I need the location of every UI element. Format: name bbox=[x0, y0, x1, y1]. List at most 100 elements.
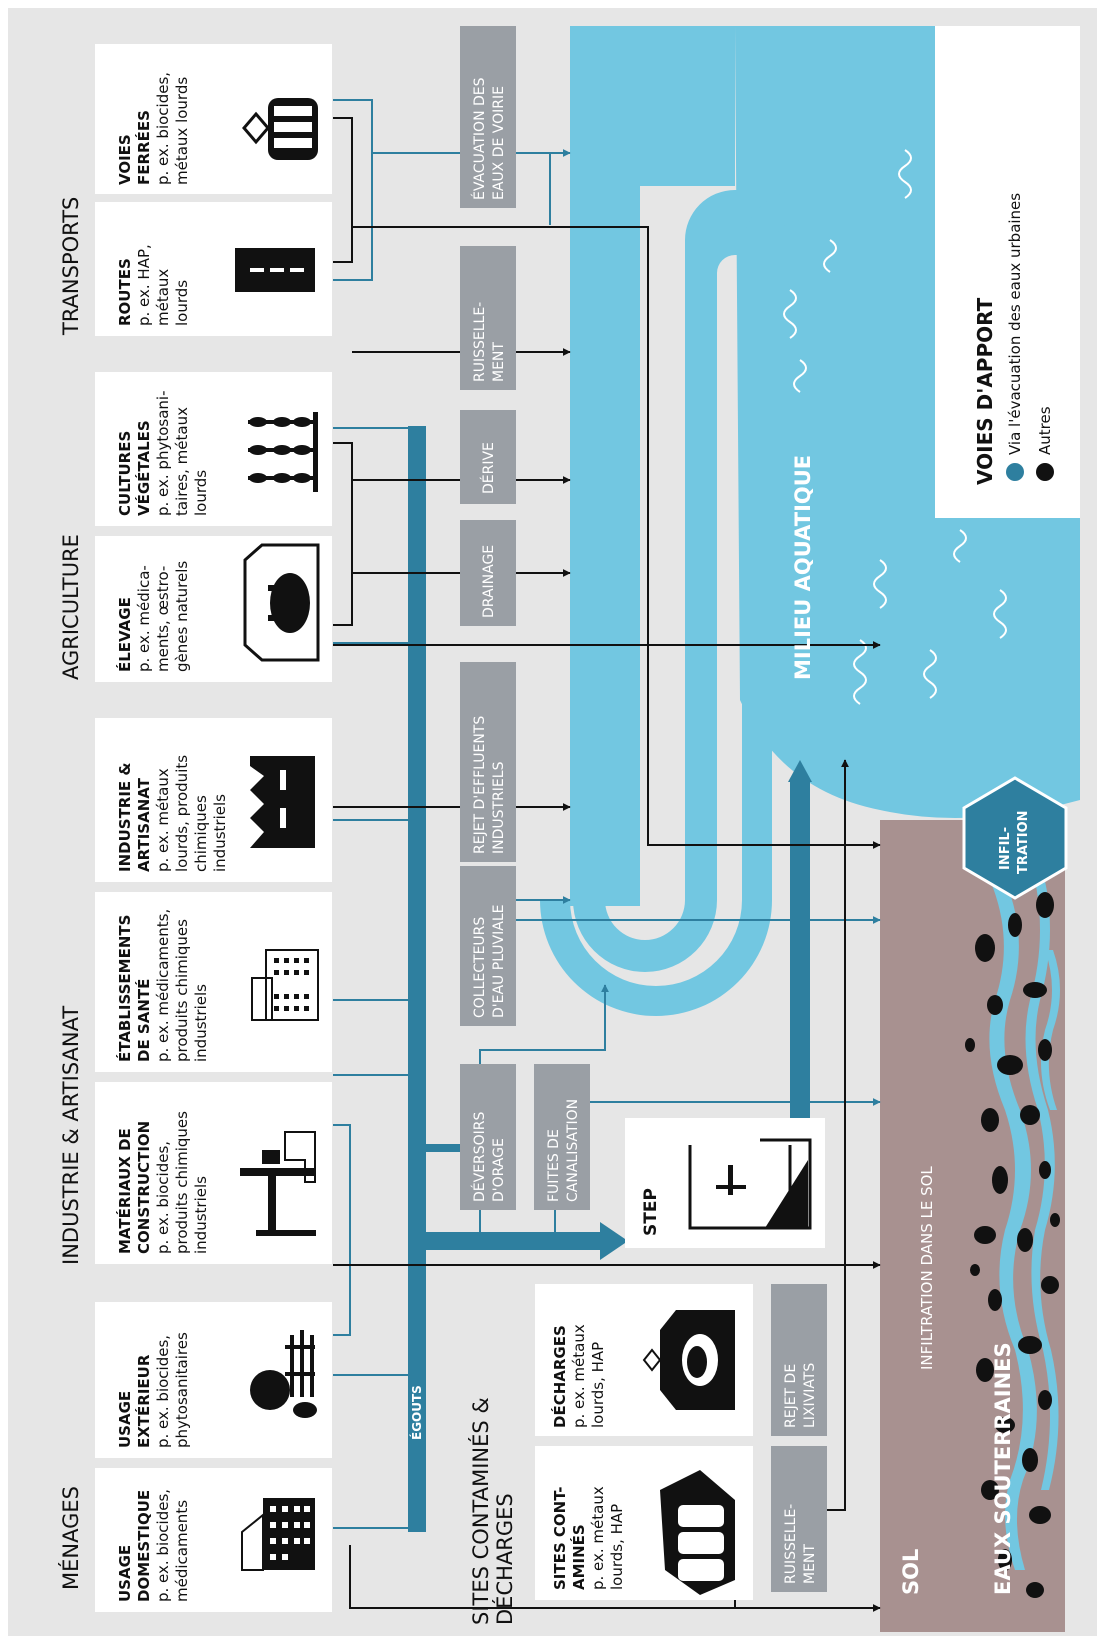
source-sites-desc2: lourds, HAP bbox=[608, 1504, 626, 1590]
sol-label: SOL bbox=[899, 1549, 923, 1595]
source-industrie-desc4: industriels bbox=[211, 794, 229, 872]
legend-autres-label: Autres bbox=[1036, 406, 1054, 455]
egouts-label: ÉGOUTS bbox=[409, 1385, 424, 1440]
source-elevage-title1: ÉLEVAGE bbox=[115, 597, 134, 672]
source-voies-desc1: p. ex. biocides, bbox=[154, 72, 172, 185]
source-sante-desc1: p. ex. médicaments, bbox=[154, 909, 172, 1062]
step-treatment-icon bbox=[688, 1138, 812, 1230]
source-exterieur-title1: USAGE bbox=[116, 1391, 134, 1448]
source-routes-desc1: p. ex. HAP, bbox=[135, 244, 153, 326]
source-decharges-title1: DÉCHARGES bbox=[550, 1325, 569, 1428]
source-domestique-title2: DOMESTIQUE bbox=[135, 1490, 153, 1602]
source-industrie-desc1: p. ex. métaux bbox=[154, 768, 172, 872]
eaux-souterraines-label: EAUX SOUTERRAINES bbox=[991, 1342, 1015, 1595]
category-industrie: INDUSTRIE & ARTISANAT bbox=[59, 1006, 83, 1265]
landfill-icon bbox=[642, 1310, 735, 1410]
infiltration-hexagon bbox=[962, 776, 1068, 900]
source-sante-desc2: produits chimiques bbox=[173, 919, 191, 1062]
legend-title: VOIES D'APPORT bbox=[973, 297, 997, 485]
source-exterieur-desc2: phytosanitaires bbox=[173, 1332, 191, 1448]
legend-other-dot bbox=[1036, 463, 1054, 481]
infiltration-l2: TRATION bbox=[1016, 810, 1031, 874]
tree-fence-icon bbox=[250, 1330, 317, 1418]
category-menages: MÉNAGES bbox=[58, 1486, 83, 1590]
source-cultures-desc1: p. ex. phytosani- bbox=[154, 391, 172, 517]
source-routes-desc2: métaux bbox=[154, 269, 172, 326]
pathway-fuites-l2: CANALISATION bbox=[565, 1099, 581, 1202]
pathway-fuites-l1: FUITES DE bbox=[546, 1129, 562, 1202]
source-texts: VOIES FERRÉES p. ex. biocides, métaux lo… bbox=[115, 72, 626, 1602]
pathway-evacuation-l2: EAUX DE VOIRIE bbox=[491, 86, 507, 200]
source-voies-title2: FERRÉES bbox=[134, 110, 153, 185]
groundwater-streaks bbox=[989, 860, 1060, 1570]
source-sites-desc1: p. ex. métaux bbox=[589, 1486, 607, 1590]
contaminated-site-icon bbox=[660, 1470, 735, 1595]
source-sante-desc3: industriels bbox=[192, 984, 210, 1062]
source-materiaux-title2: CONSTRUCTION bbox=[135, 1121, 153, 1254]
crane-icon bbox=[240, 1131, 316, 1236]
pathway-ruissellement-bottom-l1: RUISSELLE- bbox=[783, 1504, 799, 1584]
source-domestique-desc1: p. ex. biocides, bbox=[154, 1489, 172, 1602]
legend-box bbox=[935, 26, 1080, 518]
pathway-ruissellement-bottom-l2: MENT bbox=[802, 1544, 818, 1584]
legend-urbaines-label: Via l'évacuation des eaux urbaines bbox=[1006, 193, 1024, 455]
category-sites-line2: DÉCHARGES bbox=[492, 1493, 517, 1625]
pathway-collecteurs-l1: COLLECTEURS bbox=[472, 917, 488, 1018]
source-elevage-desc1: p. ex. médica- bbox=[135, 565, 153, 672]
category-agriculture: AGRICULTURE bbox=[59, 534, 83, 680]
train-icon bbox=[242, 98, 318, 160]
infiltration-l1: INFIL- bbox=[998, 827, 1013, 870]
source-materiaux-desc3: industriels bbox=[192, 1176, 210, 1254]
legend-urban-dot bbox=[1006, 463, 1024, 481]
source-cultures-desc2: taires, métaux bbox=[173, 407, 191, 516]
source-elevage-desc2: ments, œstro- bbox=[154, 566, 172, 672]
source-sites-title1: SITES CONT- bbox=[551, 1487, 569, 1590]
infiltration-sol-label: INFILTRATION DANS LE SOL bbox=[918, 1166, 936, 1370]
source-voies-desc2: métaux lourds bbox=[173, 77, 191, 185]
pathway-ruissellement-top-l2: MENT bbox=[491, 342, 507, 382]
groundwater-pebbles bbox=[965, 892, 1060, 1598]
source-routes-title1: ROUTES bbox=[116, 258, 134, 326]
milieu-aquatique-label: MILIEU AQUATIQUE bbox=[791, 455, 815, 680]
pathway-lixiviats-l1: REJET DE bbox=[783, 1364, 799, 1428]
pathway-rejet-effluents-l2: INDUSTRIELS bbox=[491, 761, 507, 854]
source-exterieur-desc1: p. ex. biocides, bbox=[154, 1335, 172, 1448]
pathway-labels: ÉVACUATION DES EAUX DE VOIRIE RUISSELLE-… bbox=[471, 77, 818, 1584]
pathway-rejet-effluents-l1: REJET D'EFFLUENTS bbox=[472, 716, 488, 854]
hospital-icon bbox=[251, 949, 319, 1021]
pathway-deversoirs-l2: D'ORAGE bbox=[491, 1138, 507, 1202]
category-transports: TRANSPORTS bbox=[59, 197, 83, 336]
pathway-deversoirs-l1: DÉVERSOIRS bbox=[471, 1111, 488, 1202]
pig-icon bbox=[243, 543, 320, 662]
source-sante-title1: ÉTABLISSEMENTS bbox=[115, 915, 134, 1062]
source-elevage-desc3: gènes naturels bbox=[173, 561, 191, 672]
water-waves bbox=[783, 149, 1007, 705]
pathway-lixiviats-l2: LIXIVIATS bbox=[802, 1363, 818, 1428]
source-industrie-title1: INDUSTRIE & bbox=[116, 763, 134, 872]
pathway-boxes bbox=[460, 26, 827, 1592]
source-domestique-title1: USAGE bbox=[116, 1545, 134, 1602]
source-industrie-desc3: chimiques bbox=[192, 795, 210, 872]
source-routes-desc3: lourds bbox=[173, 280, 191, 326]
house-icon bbox=[241, 1498, 315, 1571]
road-icon bbox=[235, 248, 315, 292]
pathway-ruissellement-top-l1: RUISSELLE- bbox=[472, 302, 488, 382]
factory-icon bbox=[250, 756, 315, 848]
source-materiaux-title1: MATÉRIAUX DE bbox=[115, 1128, 134, 1254]
category-labels: TRANSPORTS AGRICULTURE INDUSTRIE & ARTIS… bbox=[58, 197, 517, 1625]
source-cultures-desc3: lourds bbox=[192, 470, 210, 516]
source-cultures-title1: CULTURES bbox=[116, 431, 134, 516]
sewer-trunk bbox=[408, 426, 812, 1532]
pathway-drainage: DRAINAGE bbox=[481, 545, 497, 618]
pathway-collecteurs-l2: D'EAU PLUVIALE bbox=[491, 905, 507, 1018]
source-sante-title2: DE SANTÉ bbox=[134, 979, 153, 1062]
source-voies-title1: VOIES bbox=[116, 134, 134, 185]
source-decharges-desc1: p. ex. métaux bbox=[570, 1324, 588, 1428]
source-domestique-desc2: médicaments bbox=[173, 1500, 191, 1602]
source-industrie-desc2: lourds, produits bbox=[173, 755, 191, 872]
source-materiaux-desc2: produits chimiques bbox=[173, 1111, 191, 1254]
category-sites-line1: SITES CONTAMINÉS & bbox=[468, 1397, 493, 1625]
source-industrie-title2: ARTISANAT bbox=[135, 777, 153, 872]
